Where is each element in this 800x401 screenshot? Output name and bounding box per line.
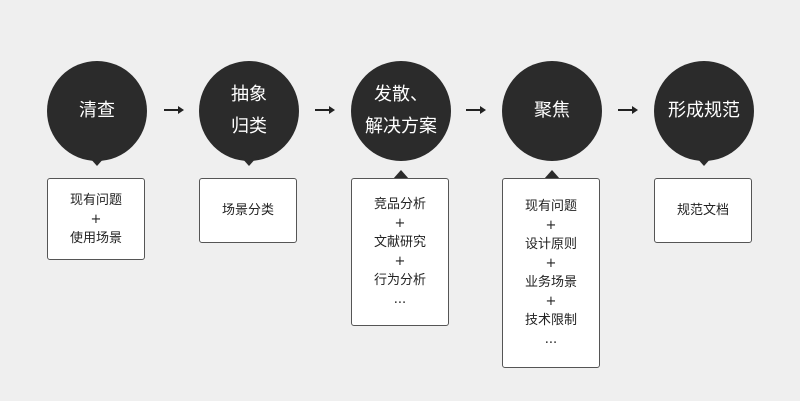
step-4-item: 设计原则 xyxy=(524,237,577,252)
step-4-item: 业务场景 xyxy=(524,275,577,290)
step-4-item: ... xyxy=(544,332,558,347)
step-1-item: 现有问题 xyxy=(69,192,122,208)
step-3-title: 发散、 xyxy=(374,84,428,105)
step-1-card: 现有问题 + 使用场景 xyxy=(47,178,145,260)
step-5-title: 形成规范 xyxy=(668,100,740,121)
step-3-title: 解决方案 xyxy=(365,116,437,137)
step-2-pointer xyxy=(241,157,257,166)
step-3-item: 竞品分析 xyxy=(373,197,426,212)
step-5-card: 规范文档 xyxy=(654,178,752,243)
step-4-item: 现有问题 xyxy=(524,199,577,214)
step-2-card: 场景分类 xyxy=(199,178,297,243)
step-4-item: 技术限制 xyxy=(524,313,577,328)
step-4-item: + xyxy=(545,294,557,309)
step-4-item: + xyxy=(545,218,557,233)
step-3-pointer xyxy=(393,170,409,179)
step-1-pointer xyxy=(89,157,105,166)
step-3-item: + xyxy=(394,254,406,269)
step-3-circle: 发散、 解决方案 xyxy=(351,61,451,161)
step-2-circle: 抽象 归类 xyxy=(199,61,299,161)
step-1-item: 使用场景 xyxy=(69,230,122,246)
step-3-item: 文献研究 xyxy=(373,235,426,250)
step-2-title: 抽象 xyxy=(231,84,267,105)
step-3-card: 竞品分析 + 文献研究 + 行为分析 ... xyxy=(351,178,449,326)
step-2-title: 归类 xyxy=(231,116,267,137)
arrow-4-right-icon xyxy=(618,103,638,117)
step-1-circle: 清查 xyxy=(47,61,147,161)
step-5-item: 规范文档 xyxy=(676,203,729,218)
step-4-card: 现有问题 + 设计原则 + 业务场景 + 技术限制 ... xyxy=(502,178,600,368)
step-4-title: 聚焦 xyxy=(534,100,570,121)
step-3-item: 行为分析 xyxy=(373,273,426,288)
step-1-title: 清查 xyxy=(79,100,115,121)
step-5-circle: 形成规范 xyxy=(654,61,754,161)
arrow-3-right-icon xyxy=(466,103,486,117)
step-3-item: ... xyxy=(393,292,407,307)
step-5-pointer xyxy=(696,157,712,166)
step-3-item: + xyxy=(394,216,406,231)
arrow-1-right-icon xyxy=(164,103,184,117)
step-4-circle: 聚焦 xyxy=(502,61,602,161)
arrow-2-right-icon xyxy=(315,103,335,117)
step-2-item: 场景分类 xyxy=(221,203,274,218)
step-4-pointer xyxy=(544,170,560,179)
step-1-item: + xyxy=(90,211,102,227)
step-4-item: + xyxy=(545,256,557,271)
